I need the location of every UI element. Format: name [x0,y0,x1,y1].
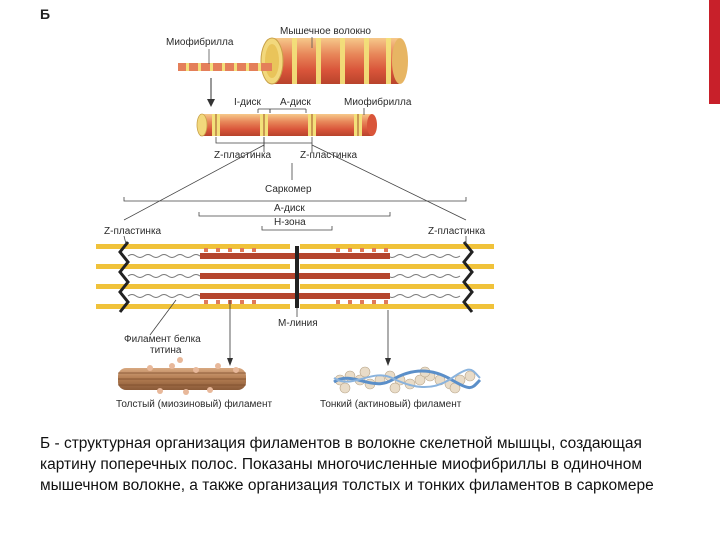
figure-caption: Б - структурная организация филаментов в… [40,435,654,494]
label-sarcomere: Саркомер [265,184,312,195]
label-a-disk-top: A-диск [280,97,311,108]
muscle-fiber-illustration [178,37,408,85]
muscle-structure-diagram: Мышечное волокно Миофибрилла I-диск A-ди… [96,26,494,410]
slide-letter: Б [40,6,51,22]
label-myofibril-top: Миофибрилла [166,36,234,48]
label-z-plate-1: Z-пластинка [214,150,272,161]
accent-bar [709,0,720,104]
sarcomere-illustration [96,241,494,313]
label-z-plate-left: Z-пластинка [104,226,162,237]
label-muscle-fiber: Мышечное волокно [280,26,371,37]
label-h-zone: Н-зона [274,217,306,228]
label-titin-line2: титина [150,345,182,356]
label-m-line: М-линия [278,318,318,329]
label-i-disk: I-диск [234,97,262,108]
label-a-disk: А-диск [274,203,305,214]
label-thick-filament: Толстый (миозиновый) филамент [116,398,272,410]
myofibril-illustration [196,113,377,137]
thick-filament-illustration [118,357,246,395]
thin-filament-illustration [333,366,482,394]
label-z-plate-2: Z-пластинка [300,150,358,161]
label-titin-line1: Филамент белка [124,333,201,345]
label-z-plate-right: Z-пластинка [428,226,486,237]
label-myofibril-right: Миофибрилла [344,96,412,108]
label-thin-filament: Тонкий (актиновый) филамент [320,398,462,410]
